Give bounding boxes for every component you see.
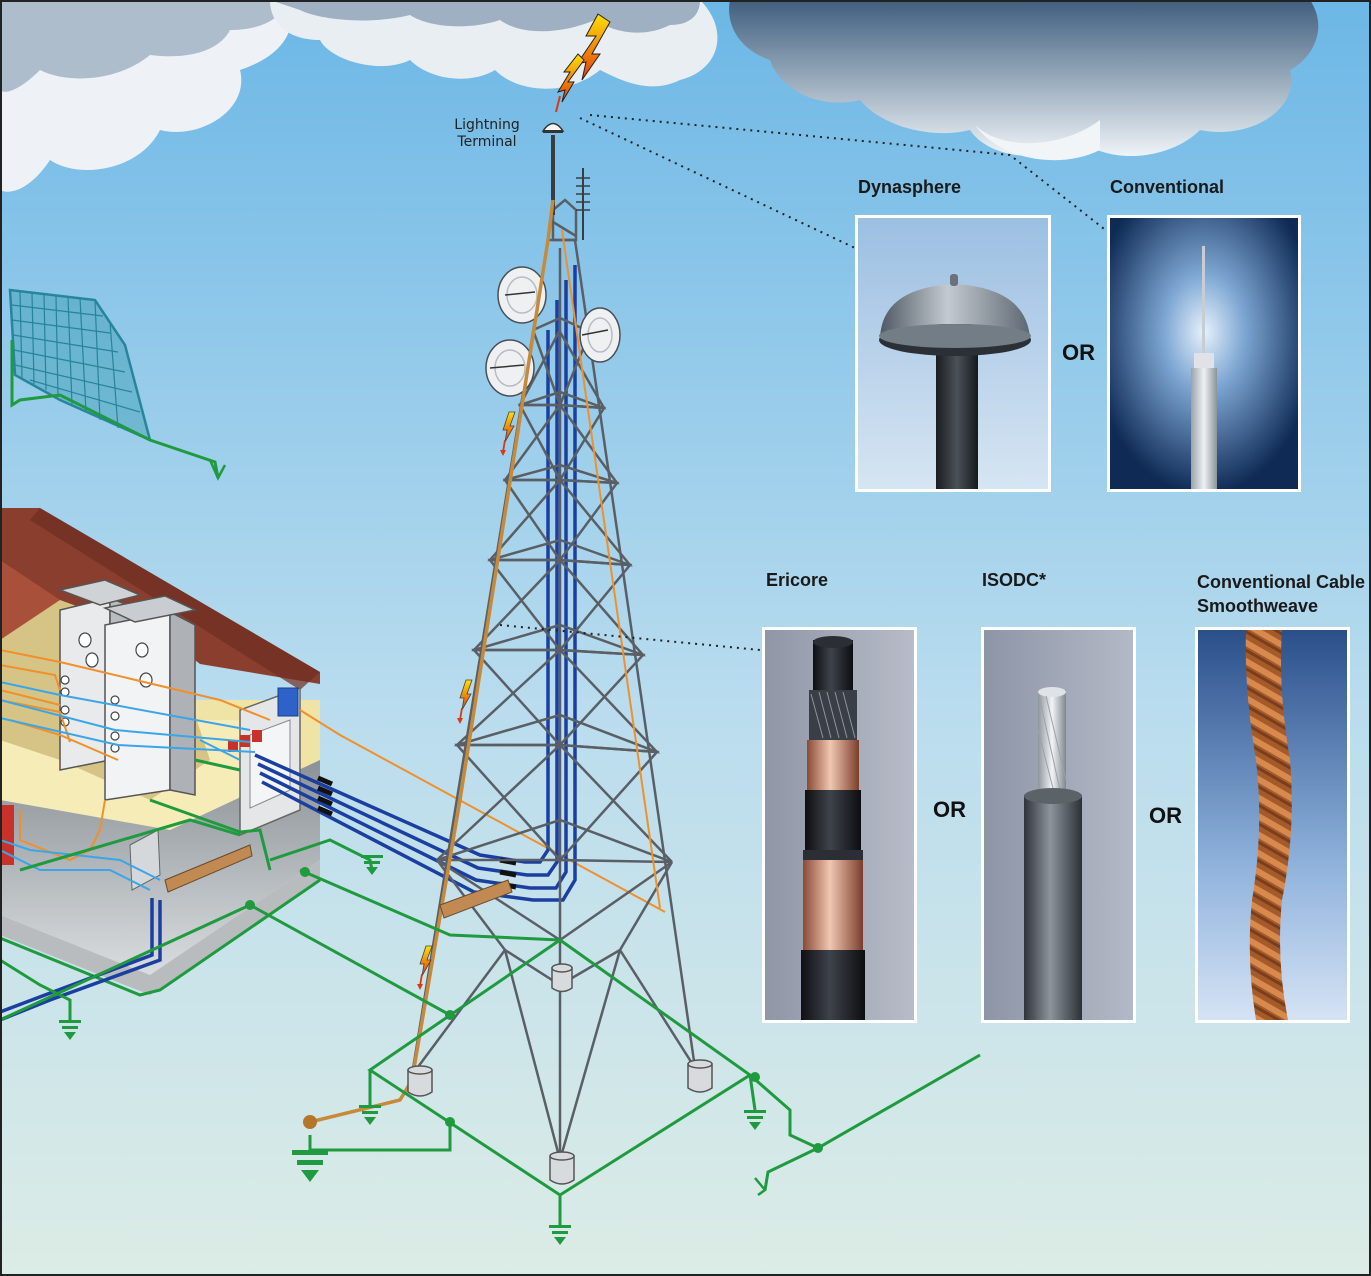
- earth-junctions: [245, 867, 823, 1153]
- lattice-tower: [410, 198, 697, 1161]
- terminal-or-label: OR: [1062, 340, 1095, 365]
- conventional-cable-label: Conventional Cable Smoothweave: [1197, 570, 1365, 618]
- isodc-label: ISODC*: [982, 570, 1047, 590]
- coax-feeders: [0, 265, 577, 1022]
- microwave-dishes: [485, 266, 621, 397]
- smoothweave-cable-photo: [1195, 627, 1350, 1023]
- lightning-terminal-icon: [541, 122, 565, 133]
- conventional-cable-label-line2: Smoothweave: [1197, 596, 1319, 616]
- lightning-terminal-label: Lightning Terminal: [440, 117, 534, 151]
- conventional-cable-label-line1: Conventional Cable: [1197, 572, 1366, 592]
- tower-earth-bar: [439, 879, 513, 919]
- lightning-terminal-label-line2: Terminal: [457, 134, 517, 150]
- ericore-cable-photo: [762, 627, 917, 1023]
- cable-or-label-2: OR: [1149, 803, 1182, 828]
- ericore-label: Ericore: [766, 570, 829, 590]
- cloud-left: [0, 0, 292, 192]
- tower-footings: [407, 963, 713, 1185]
- earthing-ring: [0, 868, 981, 1225]
- dynasphere-label: Dynasphere: [858, 177, 962, 197]
- conventional-label: Conventional: [1110, 177, 1225, 197]
- conventional-terminal-photo: [1107, 215, 1301, 492]
- isodc-cable-photo: [981, 627, 1136, 1023]
- security-fence: [8, 288, 220, 479]
- lightning-terminal-label-line1: Lightning: [454, 117, 520, 133]
- callout-lines: [499, 114, 1109, 651]
- ground-icon: [59, 855, 766, 1245]
- cloud-right: [729, 0, 1319, 161]
- tower-bond-wire: [561, 229, 661, 909]
- cable-or-label-1: OR: [933, 797, 966, 822]
- earth-point: [303, 1115, 317, 1129]
- downconductor: [309, 199, 555, 1124]
- dynasphere-photo: [855, 215, 1051, 492]
- surge-bolt-icon: [417, 411, 516, 990]
- lightning-bolt-icon: [555, 13, 611, 113]
- earth-rod-icon: [208, 459, 767, 1197]
- equipment-building: [0, 508, 666, 997]
